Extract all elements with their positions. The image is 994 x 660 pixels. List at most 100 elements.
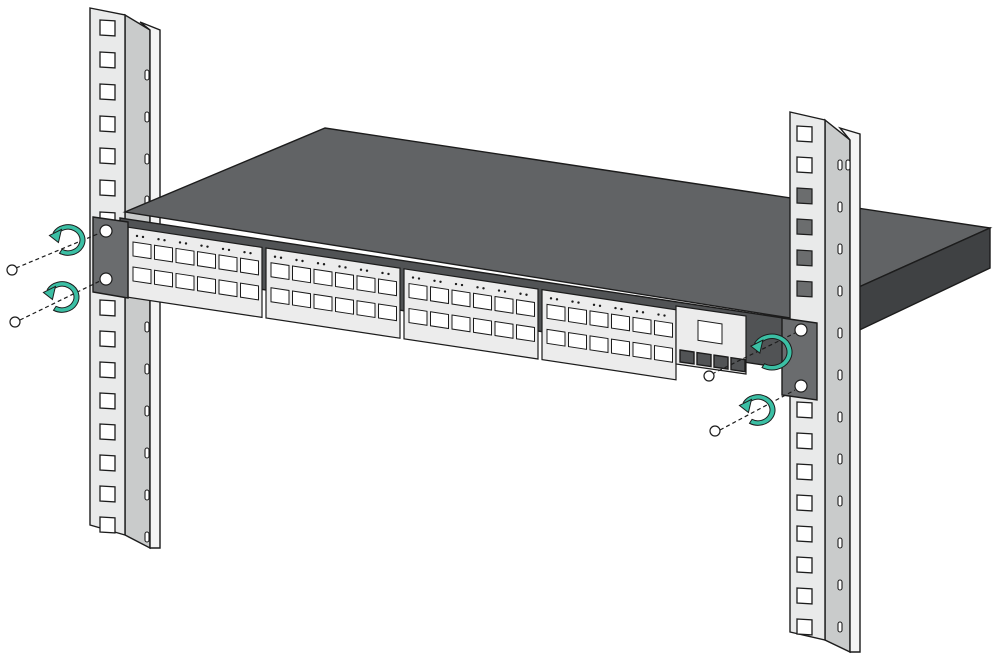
rack-hole [796,401,813,419]
ethernet-port [546,328,566,347]
port-led [497,289,501,292]
rack-hole [796,587,813,605]
ethernet-port [408,282,428,301]
rotation-arrow-body [742,394,776,426]
port-led [227,248,231,252]
port-led [635,310,639,313]
rack-hole [796,432,813,450]
ethernet-port [654,319,673,338]
port-led [295,258,298,262]
rack-side-slot [144,111,150,123]
port-led [525,293,528,296]
port-led [503,290,507,293]
screw-icon [709,425,721,437]
ethernet-port [175,247,195,266]
port-led [301,259,304,263]
rack-hole [796,280,813,298]
left-rack-post [89,7,161,550]
rack-side-slot [144,153,150,165]
rack-side-slot [837,453,843,465]
ethernet-port [516,324,535,343]
rack-hole [99,423,116,441]
right-post-holes [796,125,813,636]
ethernet-port [589,310,609,329]
port-led [577,301,580,304]
sfp-slot [696,351,712,368]
right-bracket-plate [781,317,818,401]
port-led [344,266,347,269]
rack-side-slot [837,327,843,339]
right-bracket-hole-upper [794,323,808,337]
rack-side-slot [837,579,843,591]
left-bracket-hole-lower [99,272,113,286]
ethernet-port [589,335,609,354]
rack-side-slot [837,369,843,381]
port-led [549,297,553,300]
port-led [555,298,559,301]
port-led [381,271,384,275]
port-led [387,272,390,276]
rack-side-slot [845,159,851,171]
ethernet-port [516,299,535,318]
ethernet-port [378,303,397,322]
rack-hole [99,147,116,165]
rotation-arrow-icon [42,281,80,313]
ethernet-port [430,311,449,330]
right-bracket-hole-lower [794,379,808,393]
ethernet-port [451,289,471,308]
port-led [460,283,464,287]
screw-right-lower [709,389,796,437]
rack-hole [796,218,813,236]
rack-hole [796,494,813,512]
port-led [519,292,522,295]
ethernet-port [356,275,376,294]
port-led [163,239,166,242]
rack-hole [99,83,116,101]
port-led [178,241,182,244]
rack-hole [99,516,116,534]
rack-hole [99,485,116,503]
ethernet-port [197,251,216,269]
port-led [273,255,277,258]
rotation-arrow-body [753,333,793,371]
rack-side-slot [837,285,843,297]
rotation-arrows [42,224,793,426]
port-led [614,306,617,310]
ethernet-port [632,341,652,360]
port-led [141,235,145,239]
port-led [657,313,660,316]
ethernet-port [270,262,290,281]
rack-hole [796,463,813,481]
screw-icon [6,264,18,276]
ethernet-port [568,307,587,325]
rack-side-slot [144,69,150,81]
rack-side-slot [144,531,150,543]
ethernet-port [568,332,587,350]
rack-side-slot [837,201,843,213]
ethernet-port [430,286,449,305]
ethernet-port [473,292,492,311]
ethernet-port [154,244,173,263]
port-led [279,256,283,259]
port-led [482,287,485,290]
right-post-slots [837,159,851,633]
rack-hole [796,618,813,636]
port-led [249,251,252,255]
rotation-arrow-head [749,339,764,355]
console-port-area [675,305,747,375]
port-led [206,245,209,248]
port-led [243,250,246,254]
ethernet-port [313,293,333,312]
rack-hole [99,392,116,410]
port-led [620,307,623,311]
port-led [433,279,436,282]
right-rack-post [789,111,861,654]
rack-side-slot [837,243,843,255]
rack-side-slot [837,159,843,171]
rack-side-slot [144,321,150,333]
port-led [476,286,479,289]
port-led [598,304,602,308]
ethernet-port [611,313,630,332]
